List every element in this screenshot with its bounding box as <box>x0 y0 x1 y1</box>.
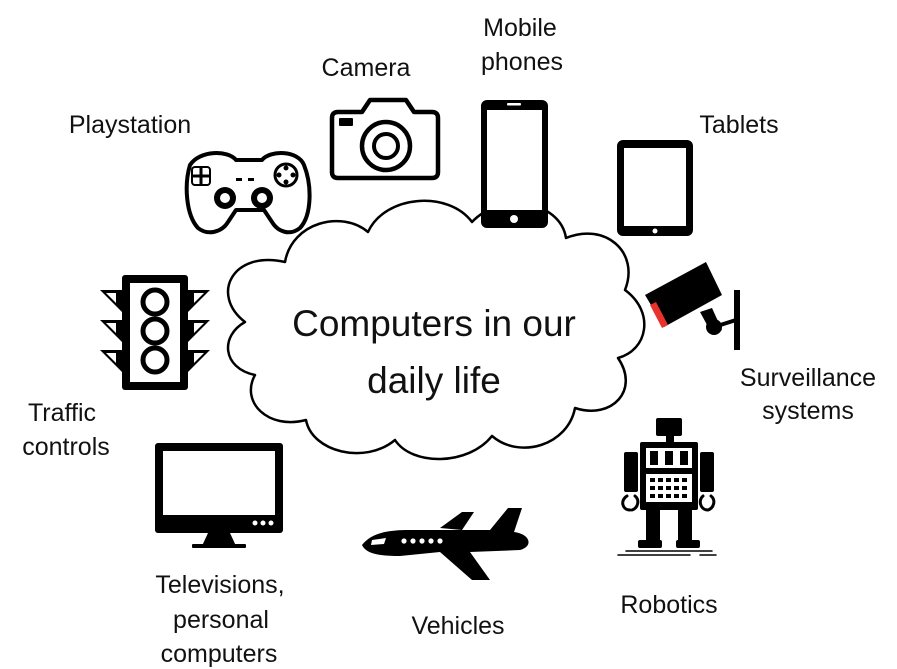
robot-icon <box>617 418 717 556</box>
traffic-label-line2: controls <box>22 433 110 461</box>
televisions-label-line2: personal <box>173 606 269 634</box>
surveillance-item: Surveillance systems <box>645 262 876 425</box>
traffic-label-line1: Traffic <box>28 399 96 427</box>
center-title-line2: daily life <box>367 360 501 401</box>
security-camera-icon <box>645 262 740 350</box>
camera-item: Camera <box>322 54 441 181</box>
surveillance-label-line1: Surveillance <box>740 364 876 392</box>
smartphone-icon <box>481 100 548 228</box>
monitor-icon <box>155 443 283 548</box>
televisions-label-line3: computers <box>161 640 278 668</box>
playstation-item: Playstation <box>69 111 312 235</box>
airplane-icon <box>362 508 529 580</box>
mobile-label-line1: Mobile <box>483 14 557 42</box>
robot-keypad <box>650 478 687 498</box>
televisions-item: Televisions, personal computers <box>155 443 285 668</box>
central-cloud: Computers in our daily life <box>226 199 646 461</box>
robotics-label: Robotics <box>620 591 717 619</box>
vehicles-label: Vehicles <box>411 612 504 640</box>
surveillance-label-line2: systems <box>762 397 854 425</box>
vehicles-item: Vehicles <box>362 508 529 640</box>
tablets-item: Tablets <box>617 111 779 236</box>
televisions-label-line1: Televisions, <box>155 571 284 599</box>
mobile-item: Mobile phones <box>481 14 563 228</box>
camera-icon <box>329 97 441 181</box>
playstation-label: Playstation <box>69 111 191 139</box>
gamepad-icon <box>184 151 312 235</box>
camera-label: Camera <box>322 54 411 82</box>
tablet-icon <box>617 140 693 236</box>
tablets-label: Tablets <box>699 111 778 139</box>
traffic-light-icon <box>100 275 210 390</box>
robotics-item: Robotics <box>617 418 718 619</box>
traffic-item: Traffic controls <box>22 275 210 461</box>
center-title-line1: Computers in our <box>292 303 576 344</box>
mobile-label-line2: phones <box>481 48 563 76</box>
